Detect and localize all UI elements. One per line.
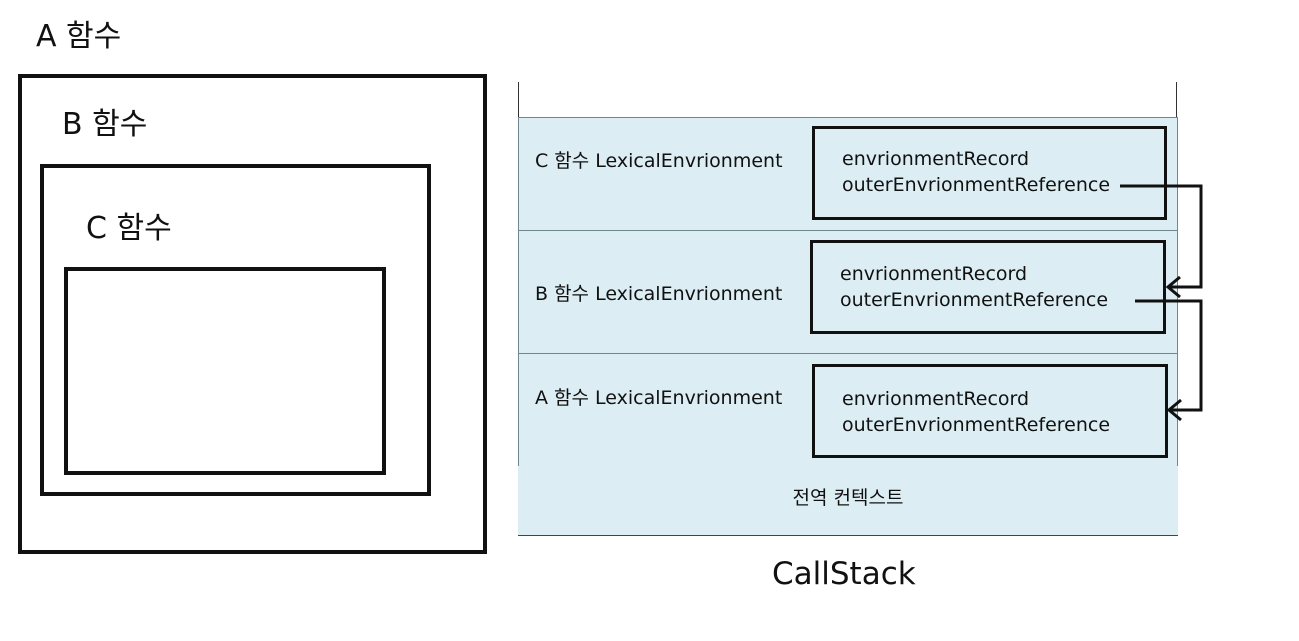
frame-a-record: envrionmentRecord (842, 388, 1030, 410)
frame-b-record: envrionmentRecord (840, 263, 1028, 285)
arrow-c-to-b (1120, 184, 1203, 289)
frame-c-outer: outerEnvrionmentReference (842, 174, 1111, 196)
frame-a-env-box: envrionmentRecord outerEnvrionmentRefere… (812, 364, 1168, 458)
frame-c-label: C 함수 LexicalEnvrionment (535, 150, 783, 172)
scope-a-box (18, 74, 487, 554)
frame-b-label: B 함수 LexicalEnvrionment (535, 283, 783, 305)
arrow-b-to-a (1135, 299, 1203, 412)
callstack-title: CallStack (772, 556, 916, 592)
stack-left-wall (518, 82, 519, 118)
scope-c-box (64, 267, 386, 475)
global-context-label: 전역 컨텍스트 (792, 487, 904, 509)
scope-c-label: C 함수 (86, 211, 172, 246)
stack-frame-global: 전역 컨텍스트 (518, 466, 1178, 536)
frame-a-label: A 함수 LexicalEnvrionment (535, 387, 783, 409)
frame-a-outer: outerEnvrionmentReference (842, 414, 1111, 436)
scope-a-label: A 함수 (36, 19, 122, 54)
stack-right-wall (1176, 82, 1177, 118)
scope-b-box (40, 164, 431, 496)
frame-b-env-box: envrionmentRecord outerEnvrionmentRefere… (810, 240, 1166, 334)
arrow-c-to-b-head (1165, 275, 1181, 299)
scope-b-label: B 함수 (62, 107, 148, 142)
frame-c-record: envrionmentRecord (842, 148, 1030, 170)
stack-frame-b: B 함수 LexicalEnvrionment envrionmentRecor… (518, 230, 1178, 354)
frame-c-env-box: envrionmentRecord outerEnvrionmentRefere… (812, 126, 1167, 220)
arrow-b-to-a-head (1166, 398, 1182, 422)
frame-b-outer: outerEnvrionmentReference (840, 289, 1109, 311)
